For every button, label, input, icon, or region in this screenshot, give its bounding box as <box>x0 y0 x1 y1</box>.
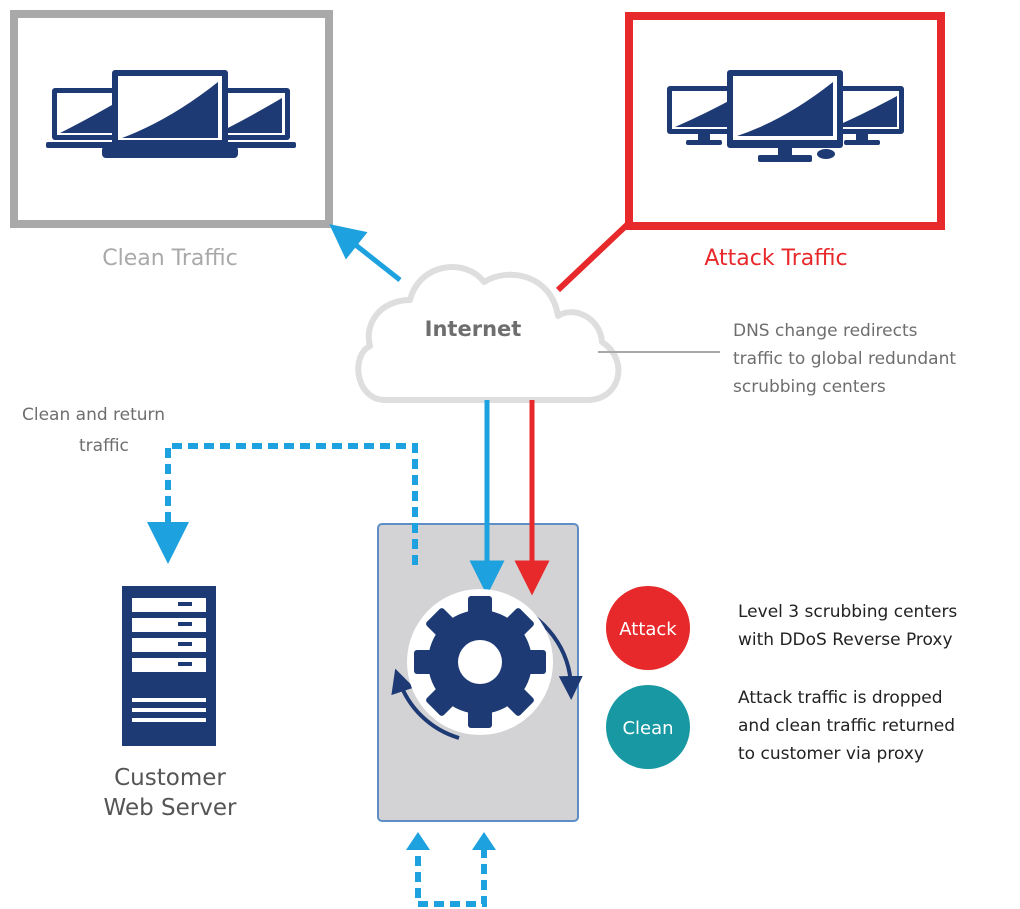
internet-label: Internet <box>425 317 522 341</box>
attack-desc-line-2: with DDoS Reverse Proxy <box>738 630 953 650</box>
gear-icon <box>407 589 553 735</box>
clean-traffic-arrow <box>329 224 402 282</box>
clean-badge-label: Clean <box>622 718 673 739</box>
monitors-icon <box>46 70 296 158</box>
clean-return-path <box>147 443 418 565</box>
clean-desc-line-1: Attack traffic is dropped <box>738 688 943 708</box>
attack-traffic-label: Attack Traffic <box>704 246 847 271</box>
attack-desc-line-1: Level 3 scrubbing centers <box>738 602 957 622</box>
clean-desc-line-2: and clean traffic returned <box>738 716 955 736</box>
return-note-line-2: traffic <box>79 436 129 456</box>
server-label-line-1: Customer <box>114 765 226 791</box>
cloud-icon <box>355 264 622 403</box>
server-tower-icon <box>122 586 216 746</box>
dns-note-line-3: scrubbing centers <box>733 377 886 397</box>
bottom-loop-arrowhead-left <box>406 832 430 850</box>
clean-desc-line-3: to customer via proxy <box>738 744 924 764</box>
desktop-workstations-icon <box>667 70 904 162</box>
attack-badge <box>606 586 690 670</box>
bottom-loop-path <box>415 848 487 907</box>
attack-traffic-line <box>555 219 633 293</box>
attack-badge-label: Attack <box>619 619 677 640</box>
server-label-line-2: Web Server <box>104 795 237 821</box>
clean-traffic-label: Clean Traffic <box>102 246 238 271</box>
dns-note-line-1: DNS change redirects <box>733 321 918 341</box>
bottom-loop-arrowhead-right <box>472 832 496 850</box>
dns-note-line-2: traffic to global redundant <box>733 349 956 369</box>
clean-badge <box>606 685 690 769</box>
return-note-line-1: Clean and return <box>22 405 165 425</box>
